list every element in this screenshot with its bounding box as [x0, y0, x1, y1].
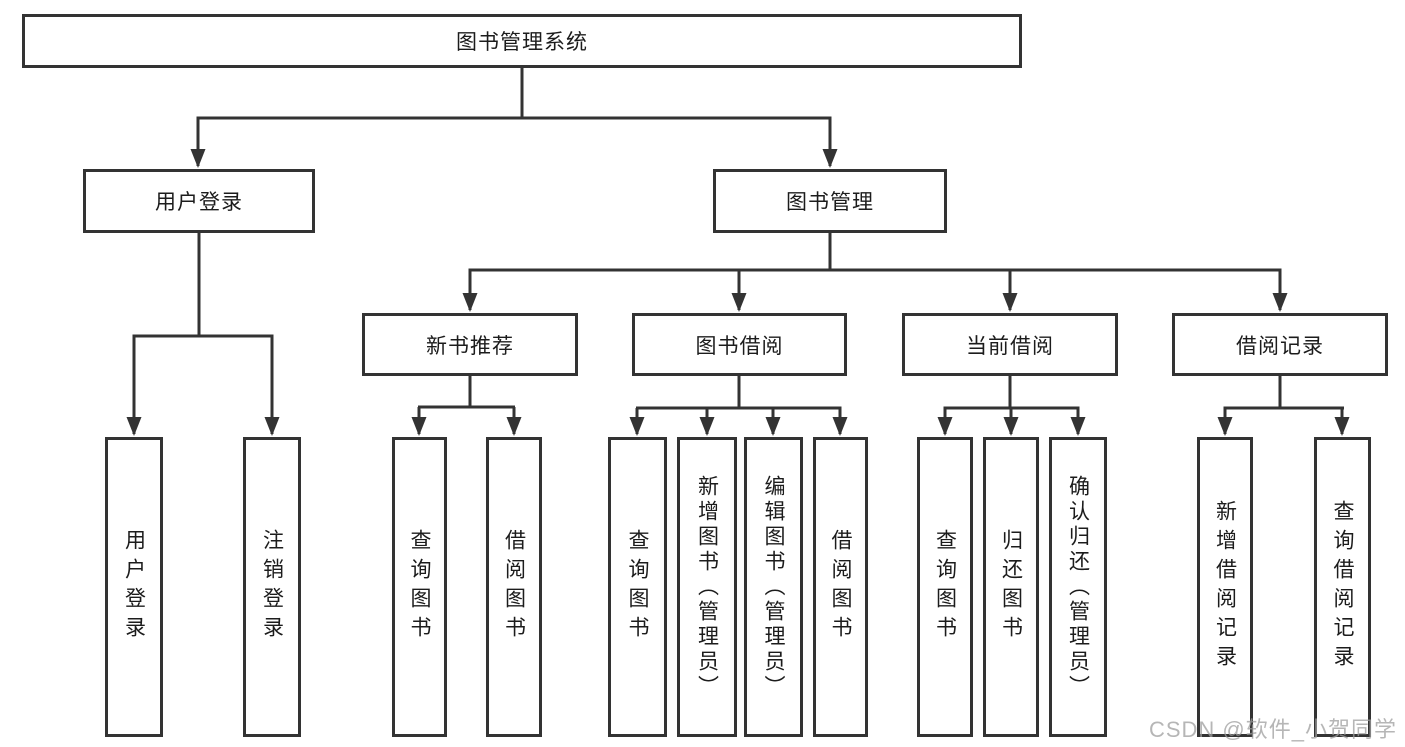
leaf-add-borrow-record: 新增借阅记录: [1197, 437, 1253, 737]
leaf-return-books: 归还图书: [983, 437, 1039, 737]
node-new-book-recommend: 新书推荐: [362, 313, 578, 376]
node-book-management: 图书管理: [713, 169, 947, 233]
node-current-borrowing: 当前借阅: [902, 313, 1118, 376]
node-borrowing-records: 借阅记录: [1172, 313, 1388, 376]
leaf-query-borrow-record: 查询借阅记录: [1314, 437, 1371, 737]
leaf-edit-books-admin: 编辑图书（管理员）: [744, 437, 803, 737]
node-library-management-system: 图书管理系统: [22, 14, 1022, 68]
leaf-add-books-admin: 新增图书（管理员）: [677, 437, 737, 737]
leaf-query-books-2: 查询图书: [608, 437, 667, 737]
node-book-borrowing: 图书借阅: [632, 313, 847, 376]
leaf-borrow-books-2: 借阅图书: [813, 437, 868, 737]
leaf-logout: 注销登录: [243, 437, 301, 737]
leaf-query-books-3: 查询图书: [917, 437, 973, 737]
leaf-confirm-return-admin: 确认归还（管理员）: [1049, 437, 1107, 737]
leaf-user-login: 用户登录: [105, 437, 163, 737]
node-user-login: 用户登录: [83, 169, 315, 233]
leaf-query-books-1: 查询图书: [392, 437, 447, 737]
watermark: CSDN @软件_小贺同学: [1148, 717, 1397, 742]
leaf-borrow-books-1: 借阅图书: [486, 437, 542, 737]
